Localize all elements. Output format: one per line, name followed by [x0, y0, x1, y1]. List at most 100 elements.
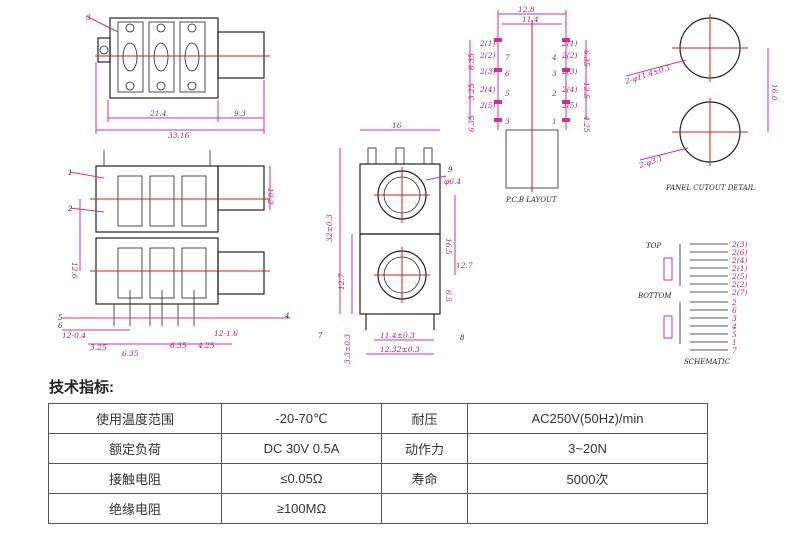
pcb-left-pin-1: 2(1) — [479, 39, 495, 48]
dim-12-32: 12.32±0.3 — [380, 345, 420, 354]
technical-drawing: 3 21.4 9.3 33.16 — [58, 5, 779, 366]
dim-3-3: 3.3±0.3 — [343, 334, 352, 364]
sch-top-pin-1: 2(3) — [731, 240, 747, 249]
pcb-code-l1: 7 — [505, 53, 510, 62]
spec-label-temperature: 使用温度范围 — [48, 403, 222, 434]
spec-value-actuation-force: 3~20N — [467, 433, 708, 464]
front-callout-6: 6 — [58, 322, 63, 330]
pcb-left-pin-4: 2(4) — [479, 85, 495, 94]
schematic: TOP BOTTOM 2(3) 2(6) 2(4) 2(1) 2(5) 2(2)… — [637, 240, 747, 366]
schematic-bottom-label: BOTTOM — [637, 292, 672, 300]
pcb-code-l4: 3 — [505, 117, 510, 126]
pcb-left-dim-1: 6.35 — [467, 53, 476, 70]
sch-bottom-pin-6: 1 — [732, 338, 737, 347]
panel-cutout: 2-φ11.4±0.1 2-φ3.1 16.0 PANEL CUTOUT DET… — [623, 14, 779, 192]
dim-6-5: 6.5 — [444, 290, 453, 302]
sch-top-pin-5: 2(5) — [731, 272, 747, 281]
sch-top-pin-7: 2(7) — [731, 288, 747, 297]
spec-value-temperature: -20-70℃ — [221, 403, 382, 434]
spec-label-actuation-force: 动作力 — [381, 433, 468, 464]
spec-value-voltage: AC250V(50Hz)/min — [467, 403, 708, 434]
spec-label-lifespan: 寿命 — [381, 463, 468, 494]
pcb-dim-11-4: 11.4 — [522, 15, 539, 24]
pcb-code-r2: 3 — [552, 69, 557, 78]
pcb-right-pin-5: 2(5) — [561, 101, 577, 110]
front-callout-1: 1 — [68, 169, 72, 177]
dim-11-4: 11.4±0.3 — [380, 331, 415, 340]
pcb-code-r4: 1 — [552, 117, 557, 126]
spec-empty-cell — [467, 493, 708, 524]
schematic-title: SCHEMATIC — [684, 358, 731, 366]
schematic-top-label: TOP — [646, 242, 661, 250]
spec-label-insulation: 绝缘电阻 — [48, 493, 222, 524]
dim-3-25: 3.25 — [90, 343, 107, 352]
cutout-pin-label: 2-φ3.1 — [637, 154, 664, 170]
side-callout-7: 7 — [318, 332, 323, 340]
dim-12-1-6: 12-1.6 — [214, 329, 238, 338]
sch-bottom-pin-2: 6 — [732, 306, 737, 315]
sch-top-pin-4: 2(1) — [731, 264, 747, 273]
spec-value-contact-resistance: ≤0.05Ω — [221, 463, 382, 494]
panel-cutout-title: PANEL CUTOUT DETAIL — [665, 184, 756, 192]
dim-6-35-b: 6.35 — [170, 341, 187, 350]
dim-16: 16 — [392, 121, 402, 130]
sch-bottom-pin-3: 3 — [732, 314, 737, 323]
table-row: 额定负荷 DC 30V 0.5A 动作力 3~20N — [48, 433, 708, 464]
pcb-code-l3: 5 — [505, 89, 510, 98]
dim-6-35-a: 6.35 — [122, 349, 139, 358]
pcb-right-dim-3: 4.25 — [582, 115, 591, 133]
spec-value-rated-load: DC 30V 0.5A — [221, 433, 382, 464]
pcb-left-pin-5: 2(5) — [479, 101, 495, 110]
front-callout-5: 5 — [58, 314, 63, 322]
pcb-left-dim-3: 6.35 — [467, 115, 476, 132]
pcb-right-pin-2: 2(2) — [561, 51, 577, 60]
dim-4-25: 4.25 — [197, 341, 215, 350]
spec-empty-cell — [381, 493, 468, 524]
cutout-hole-label: 2-φ11.4±0.1 — [623, 63, 672, 87]
spec-value-insulation: ≥100MΩ — [221, 493, 382, 524]
dim-12-7-b: 12.7 — [456, 261, 473, 270]
pcb-left-pin-2: 2(2) — [479, 51, 495, 60]
dim-phi-6-4: φ6.4 — [444, 177, 461, 186]
side-callout-9: 9 — [448, 166, 453, 174]
dim-32: 32±0.3 — [325, 214, 334, 242]
sch-bottom-pin-1: 2 — [731, 298, 737, 307]
front-callout-2: 2 — [67, 205, 73, 213]
table-row: 使用温度范围 -20-70℃ 耐压 AC250V(50Hz)/min — [48, 403, 708, 434]
pcb-right-pin-3: 2(3) — [561, 67, 577, 76]
spec-label-voltage: 耐压 — [381, 403, 468, 434]
dim-33-16: 33.16 — [168, 131, 190, 140]
dim-12-0-4: 12-0.4 — [62, 331, 86, 340]
spec-value-lifespan: 5000次 — [467, 463, 708, 494]
table-row: 绝缘电阻 ≥100MΩ — [48, 493, 708, 524]
top-view: 3 21.4 9.3 33.16 — [85, 13, 270, 140]
section-title: 技术指标: — [49, 379, 114, 396]
pcb-layout: 12.8 11.4 2(1) 2(2) 2(3) 2(4) 2(5) 2(1) … — [467, 5, 591, 204]
dim-12-6: 12.6 — [70, 262, 79, 279]
dim-16-5: 16.5 — [444, 238, 453, 255]
sch-bottom-pin-7: 7 — [732, 346, 737, 355]
spec-label-contact-resistance: 接触电阻 — [48, 463, 222, 494]
table-row: 接触电阻 ≤0.05Ω 寿命 5000次 — [48, 463, 708, 494]
spec-label-rated-load: 额定负荷 — [48, 433, 222, 464]
dim-12-7-a: 12.7 — [337, 273, 346, 290]
sch-bottom-pin-5: 5 — [732, 330, 737, 339]
pcb-left-dim-2: 3.25 — [467, 83, 476, 100]
side-callout-8: 8 — [460, 334, 465, 342]
side-view: 16 32±0.3 16.5 12.7 6.5 12.7 11.4±0.3 12… — [318, 121, 473, 364]
pcb-code-r3: 2 — [551, 89, 557, 98]
top-view-callout-3: 3 — [86, 13, 91, 22]
sch-top-pin-6: 2(2) — [731, 280, 747, 289]
cutout-dim-16: 16.0 — [770, 84, 779, 101]
pcb-right-dim-1: 6.35 — [582, 50, 591, 67]
spec-table: 使用温度范围 -20-70℃ 耐压 AC250V(50Hz)/min 额定负荷 … — [48, 403, 708, 524]
sch-top-pin-3: 2(4) — [731, 256, 747, 265]
pcb-right-pin-4: 2(4) — [561, 85, 577, 94]
sch-bottom-pin-4: 4 — [731, 322, 737, 331]
front-callout-4: 4 — [284, 312, 289, 320]
pcb-code-r1: 4 — [551, 53, 557, 62]
front-view: 1 2 5 6 4 10.2 12.6 12-0.4 3.25 6.35 6.3… — [58, 150, 290, 358]
dim-9-3: 9.3 — [234, 109, 246, 118]
dim-10-2: 10.2 — [266, 188, 275, 205]
pcb-layout-title: P.C.B LAYOUT — [505, 196, 558, 204]
